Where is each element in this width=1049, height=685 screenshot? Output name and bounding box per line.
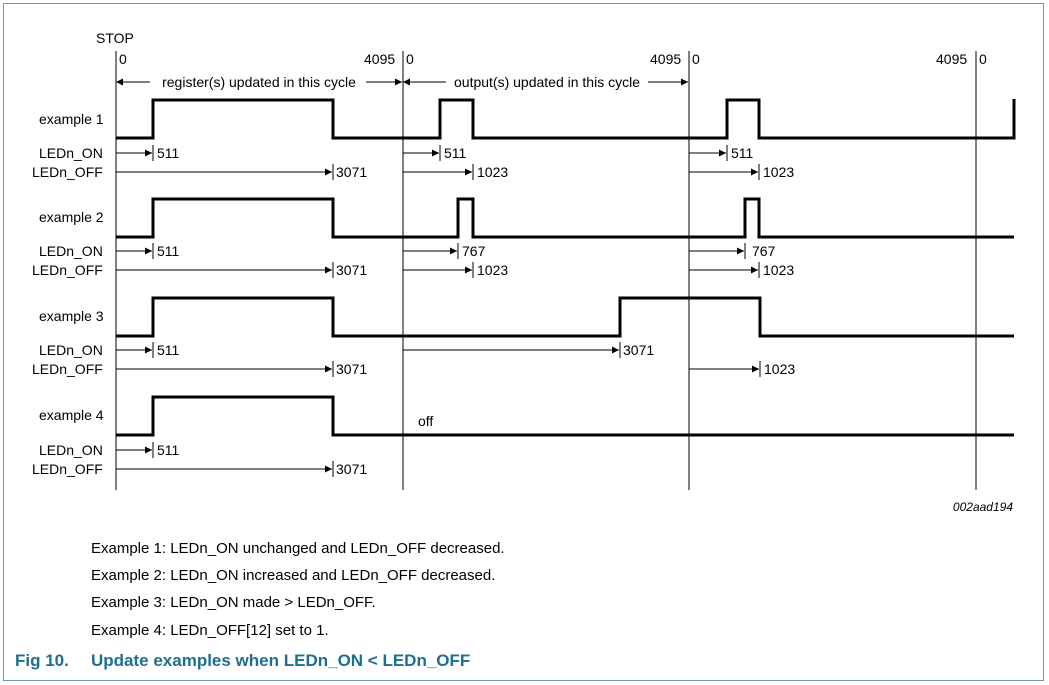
cycle-end-label-2: 4095 xyxy=(650,51,681,67)
example-1-on-label: LEDn_ON xyxy=(39,145,103,161)
cycle-start-label-1: 0 xyxy=(119,51,127,67)
example-1-c3-on-value: 511 xyxy=(731,145,754,161)
example-4-c1-on-value: 511 xyxy=(157,442,180,458)
output-cycle-label: output(s) updated in this cycle xyxy=(454,74,640,90)
example-1-off-label: LEDn_OFF xyxy=(32,164,103,180)
example-3-on-label: LEDn_ON xyxy=(39,342,103,358)
figure-reference-code: 002aad194 xyxy=(953,500,1013,514)
example-1-waveform xyxy=(116,98,1016,140)
figure-title: Update examples when LEDn_ON < LEDn_OFF xyxy=(91,651,471,670)
example-3-c1-on-value: 511 xyxy=(157,342,180,358)
example-1-c1-off-value: 3071 xyxy=(336,164,367,180)
example-2-waveform xyxy=(116,197,1014,239)
example-4-on-label: LEDn_ON xyxy=(39,442,103,458)
example-4-waveform xyxy=(116,395,1014,437)
note-example-2: Example 2: LEDn_ON increased and LEDn_OF… xyxy=(91,567,496,584)
example-2-off-label: LEDn_OFF xyxy=(32,262,103,278)
example-2-c3-off-value: 1023 xyxy=(763,262,794,278)
example-4-off-state: off xyxy=(418,413,433,429)
example-4-c1-off-value: 3071 xyxy=(336,461,367,477)
example-3-c1-off-value: 3071 xyxy=(336,361,367,377)
example-1-c1-on-value: 511 xyxy=(157,145,180,161)
cycle-end-label-3: 4095 xyxy=(936,51,967,67)
example-2-on-label: LEDn_ON xyxy=(39,243,103,259)
example-3-waveform xyxy=(116,296,1014,338)
example-4-label: example 4 xyxy=(39,407,104,423)
cycle-end-label-1: 4095 xyxy=(364,51,395,67)
note-example-4: Example 4: LEDn_OFF[12] set to 1. xyxy=(91,622,329,639)
example-3-label: example 3 xyxy=(39,308,104,324)
cycle-start-label-2: 0 xyxy=(406,51,414,67)
cycle-start-label-4: 0 xyxy=(979,51,987,67)
example-1-c3-off-value: 1023 xyxy=(763,164,794,180)
figure-number: Fig 10. xyxy=(15,651,69,670)
figure-caption: Fig 10. Update examples when LEDn_ON < LE… xyxy=(15,651,470,671)
figure-frame xyxy=(3,3,1044,681)
timing-diagram: STOP 0 4095 0 4095 0 4095 0 register(s) … xyxy=(32,30,1016,514)
example-2-c2-on-value: 767 xyxy=(462,243,486,259)
example-1-c2-off-value: 1023 xyxy=(477,164,508,180)
example-3-c3-off-value: 1023 xyxy=(764,361,795,377)
cycle-start-label-3: 0 xyxy=(692,51,700,67)
example-3-c2-on-value: 3071 xyxy=(623,342,654,358)
example-4-off-label: LEDn_OFF xyxy=(32,461,103,477)
example-1-label: example 1 xyxy=(39,111,104,127)
note-example-1: Example 1: LEDn_ON unchanged and LEDn_OF… xyxy=(91,540,505,557)
stop-label: STOP xyxy=(96,30,134,46)
example-2-label: example 2 xyxy=(39,209,104,225)
example-2-c1-on-value: 511 xyxy=(157,243,180,259)
example-1-c2-on-value: 511 xyxy=(444,145,467,161)
note-example-3: Example 3: LEDn_ON made > LEDn_OFF. xyxy=(91,594,376,611)
register-cycle-label: register(s) updated in this cycle xyxy=(162,74,356,90)
example-3-off-label: LEDn_OFF xyxy=(32,361,103,377)
example-2-c3-on-value: 767 xyxy=(752,243,776,259)
example-2-c2-off-value: 1023 xyxy=(477,262,508,278)
example-2-c1-off-value: 3071 xyxy=(336,262,367,278)
